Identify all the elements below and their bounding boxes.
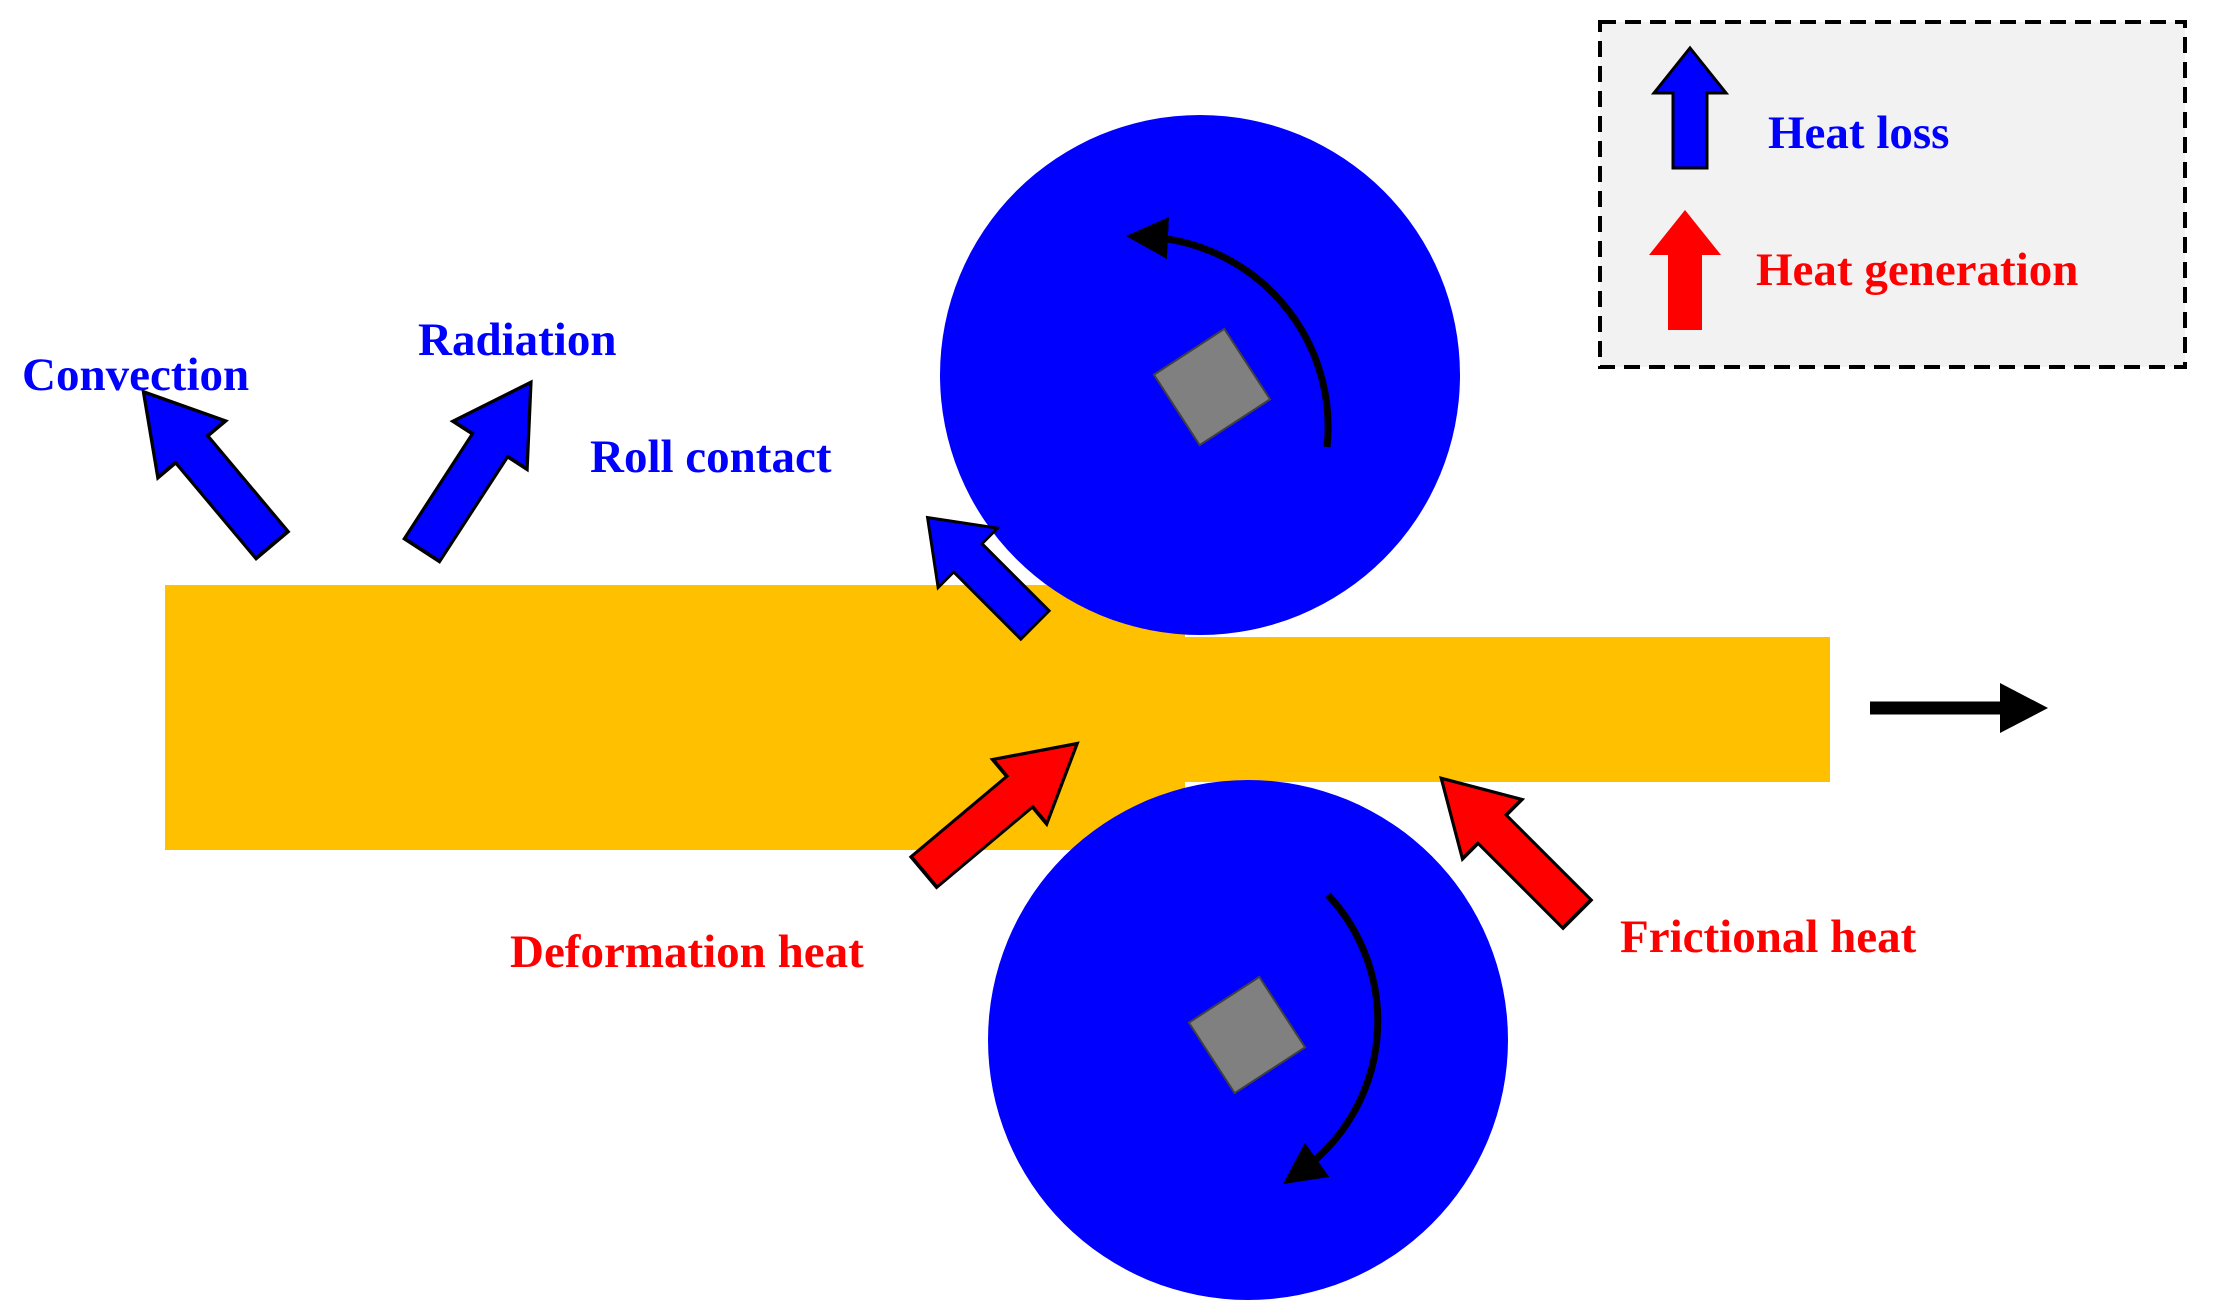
bottom-roll-rotation-arrow-icon	[1282, 892, 1382, 1185]
frictional-heat-label: Frictional heat	[1620, 911, 1917, 963]
rolling-direction-arrowhead-icon	[2000, 683, 2048, 733]
legend-heat-generation-label: Heat generation	[1756, 244, 2078, 296]
convection-label: Convection	[22, 349, 249, 401]
top-roll-rotation-arrow-icon	[1126, 217, 1332, 448]
bottom-roll-axle	[1187, 975, 1307, 1095]
radiation-arrow-icon	[383, 356, 570, 576]
deformation-heat-label: Deformation heat	[510, 926, 864, 978]
legend: Heat loss Heat generation	[1598, 20, 2187, 369]
radiation-label: Radiation	[418, 314, 617, 366]
rolled-strip	[165, 585, 1830, 850]
top-roll	[940, 115, 1460, 635]
top-roll-axle	[1152, 327, 1272, 447]
bottom-roll	[988, 780, 1508, 1300]
legend-heat-loss-label: Heat loss	[1768, 107, 1949, 159]
roll-contact-label: Roll contact	[590, 431, 832, 483]
